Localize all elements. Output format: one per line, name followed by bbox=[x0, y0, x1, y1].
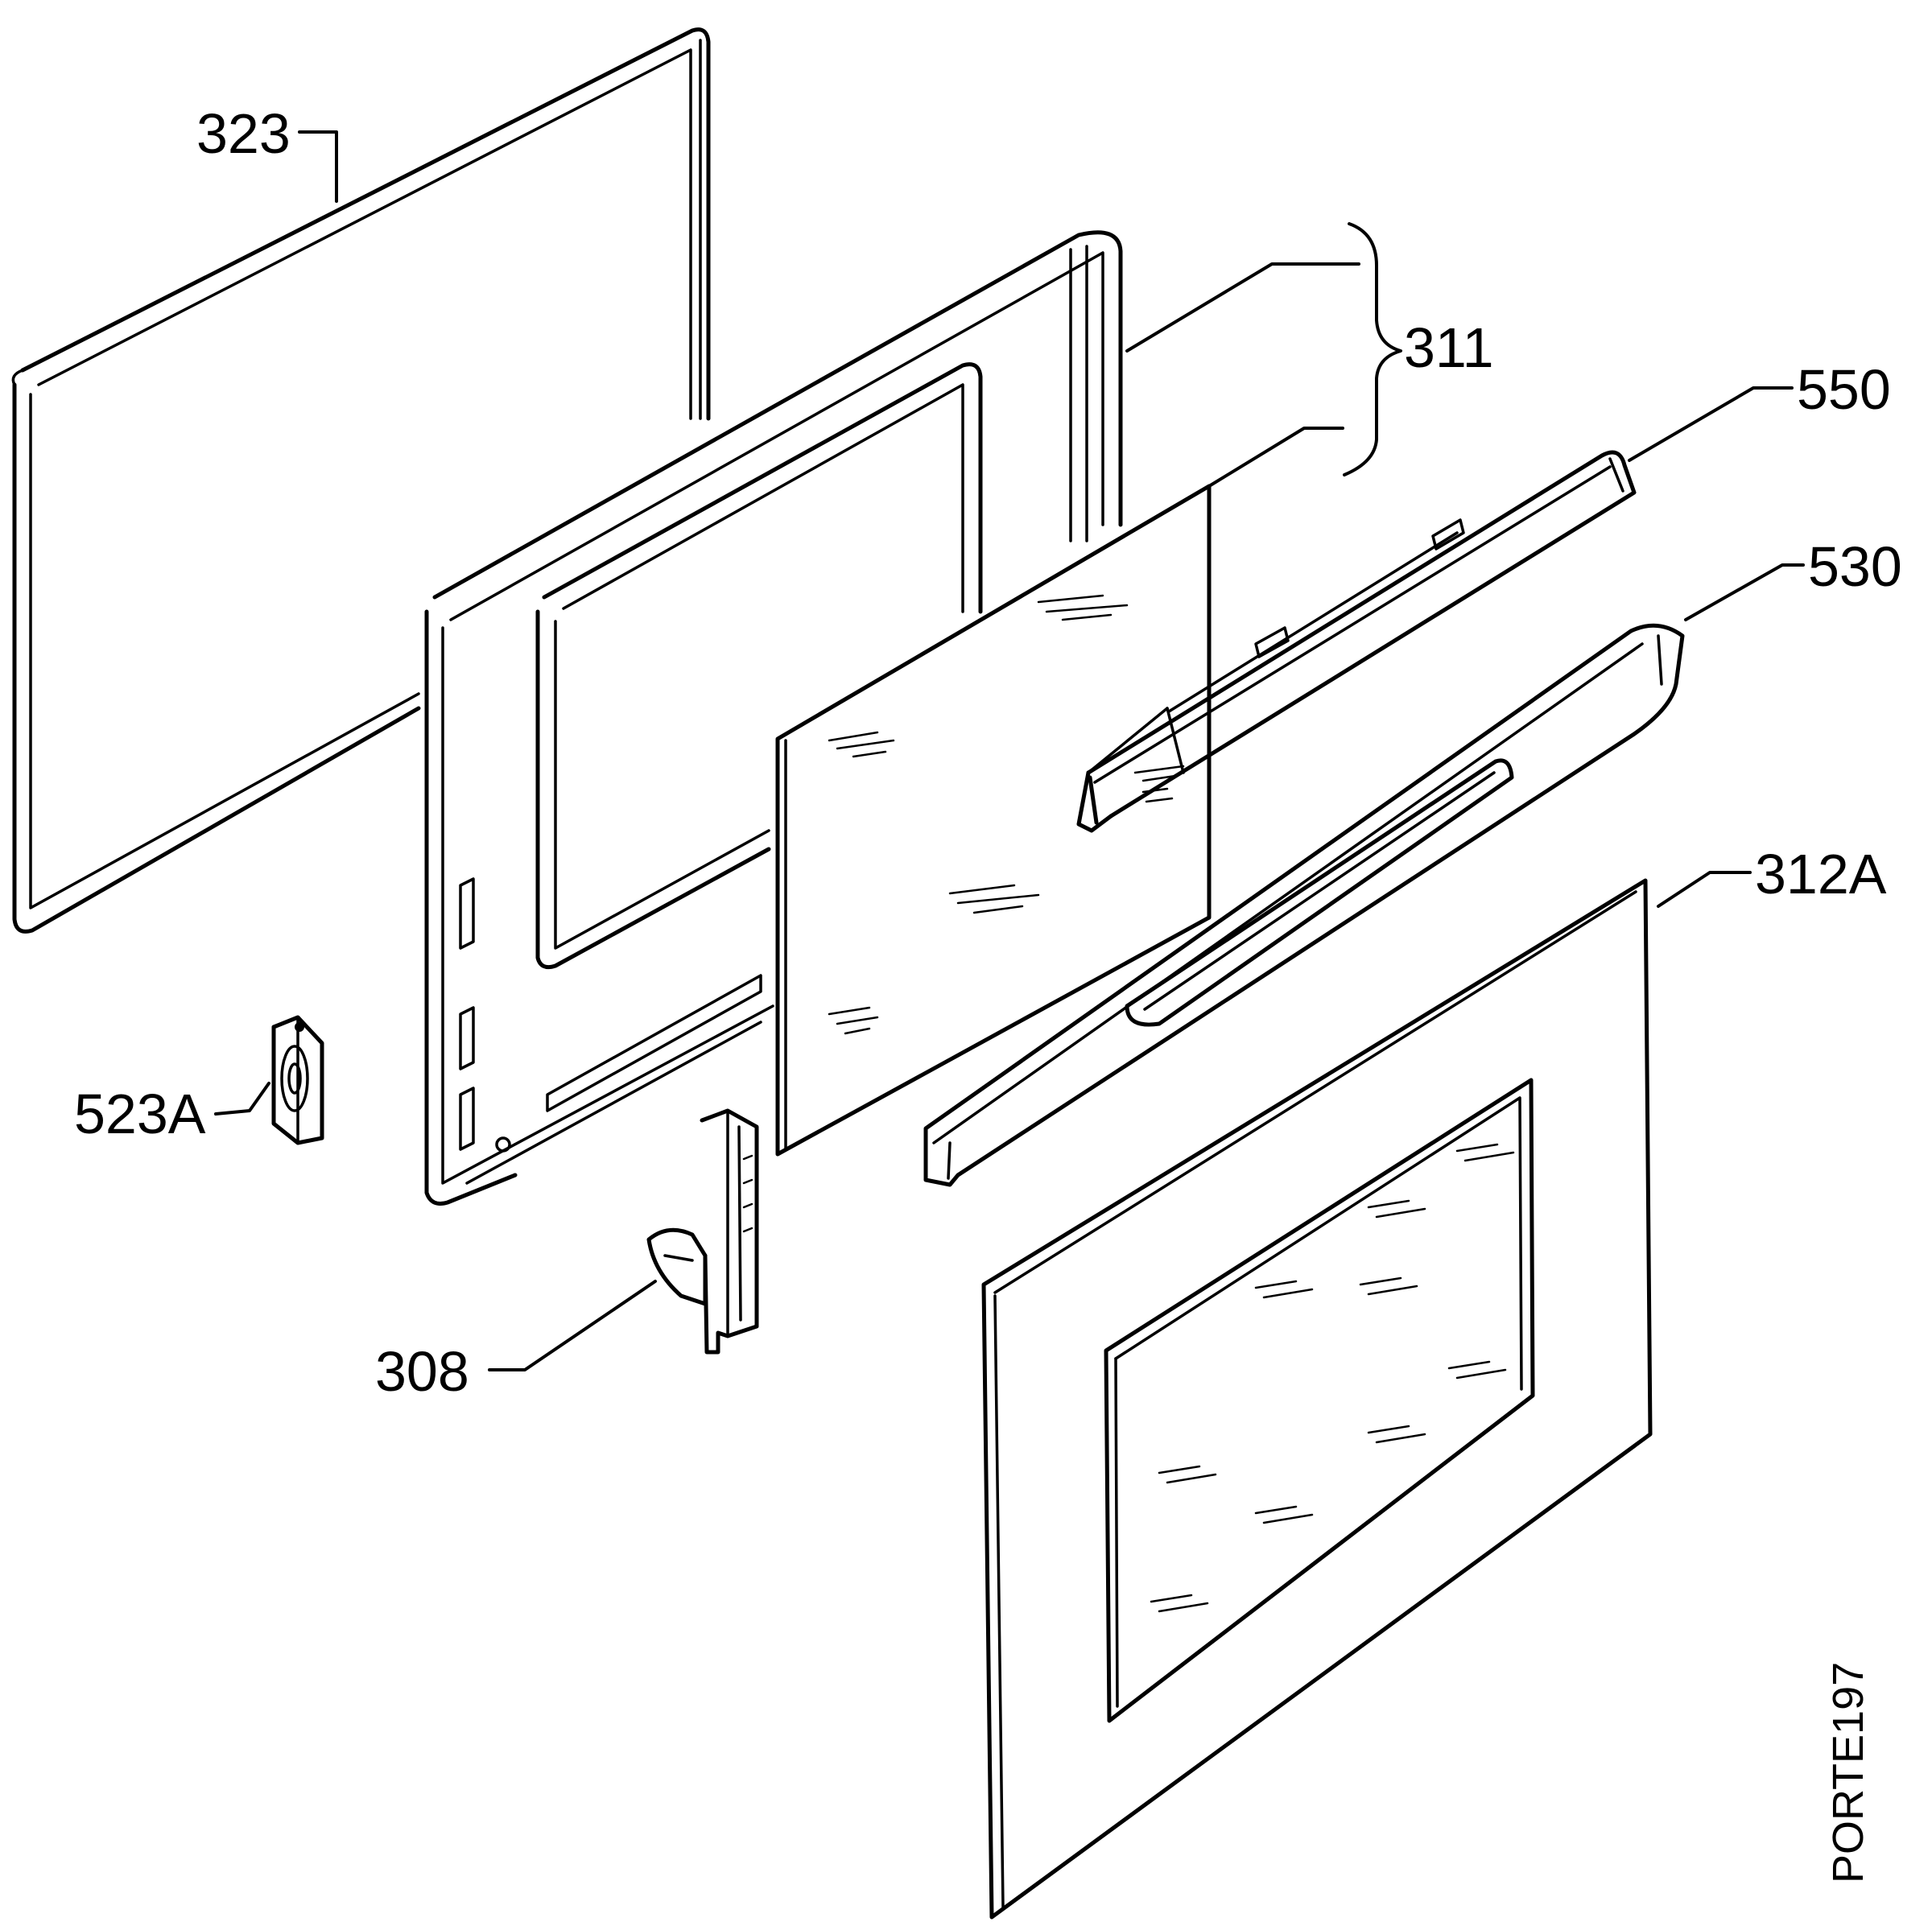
leader-323 bbox=[298, 130, 338, 203]
drawing-reference: PORTE197 bbox=[1824, 1662, 1872, 1883]
part-530-door-handle bbox=[923, 623, 1685, 1187]
leader-550 bbox=[1628, 386, 1794, 462]
part-550-support-bar bbox=[1076, 450, 1637, 833]
label-550: 550 bbox=[1797, 358, 1891, 421]
leader-311-lower bbox=[1208, 427, 1344, 488]
callout-labels: 323 311 550 530 312A 523A 308 bbox=[74, 102, 1902, 1403]
leader-312a bbox=[1657, 871, 1752, 908]
brace-311 bbox=[1343, 222, 1402, 476]
part-308-door-hinge bbox=[646, 1108, 759, 1355]
label-308: 308 bbox=[375, 1340, 469, 1403]
label-323: 323 bbox=[196, 102, 291, 165]
label-312a: 312A bbox=[1755, 843, 1887, 905]
part-311-inner-frame bbox=[424, 230, 1123, 1206]
part-312a-outer-glass bbox=[981, 878, 1653, 1920]
part-523a-hinge-bracket bbox=[271, 1015, 324, 1145]
leader-308 bbox=[488, 1280, 657, 1371]
label-311: 311 bbox=[1404, 316, 1494, 379]
leader-530 bbox=[1684, 563, 1805, 621]
part-311-glass-panel bbox=[775, 484, 1212, 1157]
leader-523a bbox=[214, 1082, 270, 1116]
leader-311-upper bbox=[1125, 262, 1360, 353]
part-323-gasket bbox=[11, 27, 711, 934]
label-530: 530 bbox=[1808, 535, 1902, 598]
label-523a: 523A bbox=[74, 1083, 206, 1145]
leader-lines bbox=[214, 130, 1805, 1371]
